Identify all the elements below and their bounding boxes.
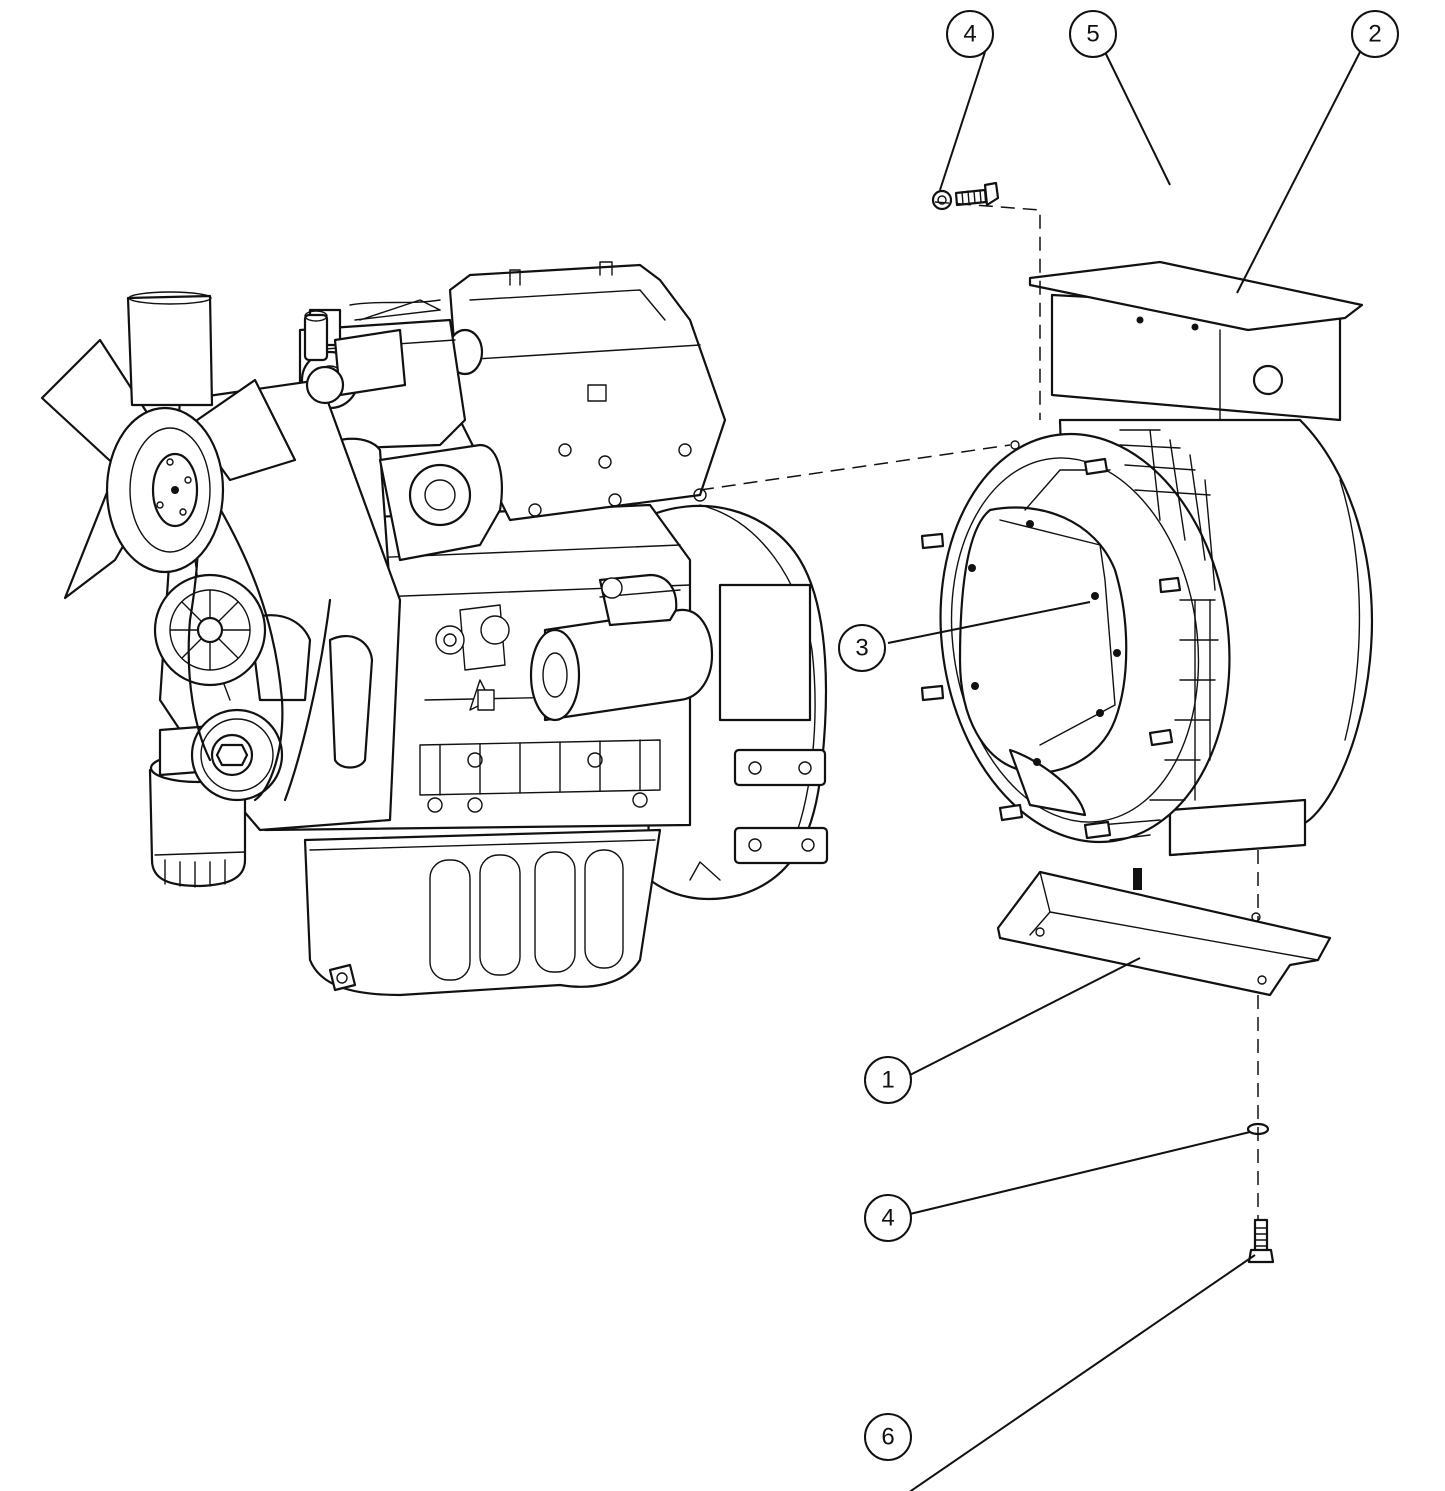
callout-1-mid: 1 <box>864 1056 912 1104</box>
callout-label: 1 <box>881 1067 894 1094</box>
starter-motor <box>529 573 714 722</box>
oil-pan <box>303 828 662 997</box>
crank-pulley <box>190 708 284 802</box>
alternator <box>153 573 267 687</box>
callout-6-bottom: 6 <box>864 1413 912 1461</box>
generator-adapter <box>920 260 1374 997</box>
callout-label: 4 <box>881 1205 894 1232</box>
cooling-fan <box>40 291 297 600</box>
callout-label: 6 <box>881 1424 894 1451</box>
mounting-foot <box>996 868 1332 997</box>
flange-studs <box>920 440 1182 840</box>
assembly-lines <box>699 201 1259 1220</box>
callout-label: 2 <box>1368 21 1381 48</box>
callout-label: 4 <box>963 21 976 48</box>
engine-assembly <box>40 261 829 997</box>
leader-lines <box>887 51 1361 1491</box>
callout-3-mid: 3 <box>838 624 886 672</box>
callout-5-top: 5 <box>1069 10 1117 58</box>
callout-4-top: 4 <box>946 10 994 58</box>
vent-slots <box>1099 429 1219 841</box>
callout-label: 5 <box>1086 21 1099 48</box>
thermostat-housing <box>303 299 441 769</box>
callout-label: 3 <box>855 635 868 662</box>
callout-4-bottom: 4 <box>864 1194 912 1242</box>
callout-2-top: 2 <box>1351 10 1399 58</box>
